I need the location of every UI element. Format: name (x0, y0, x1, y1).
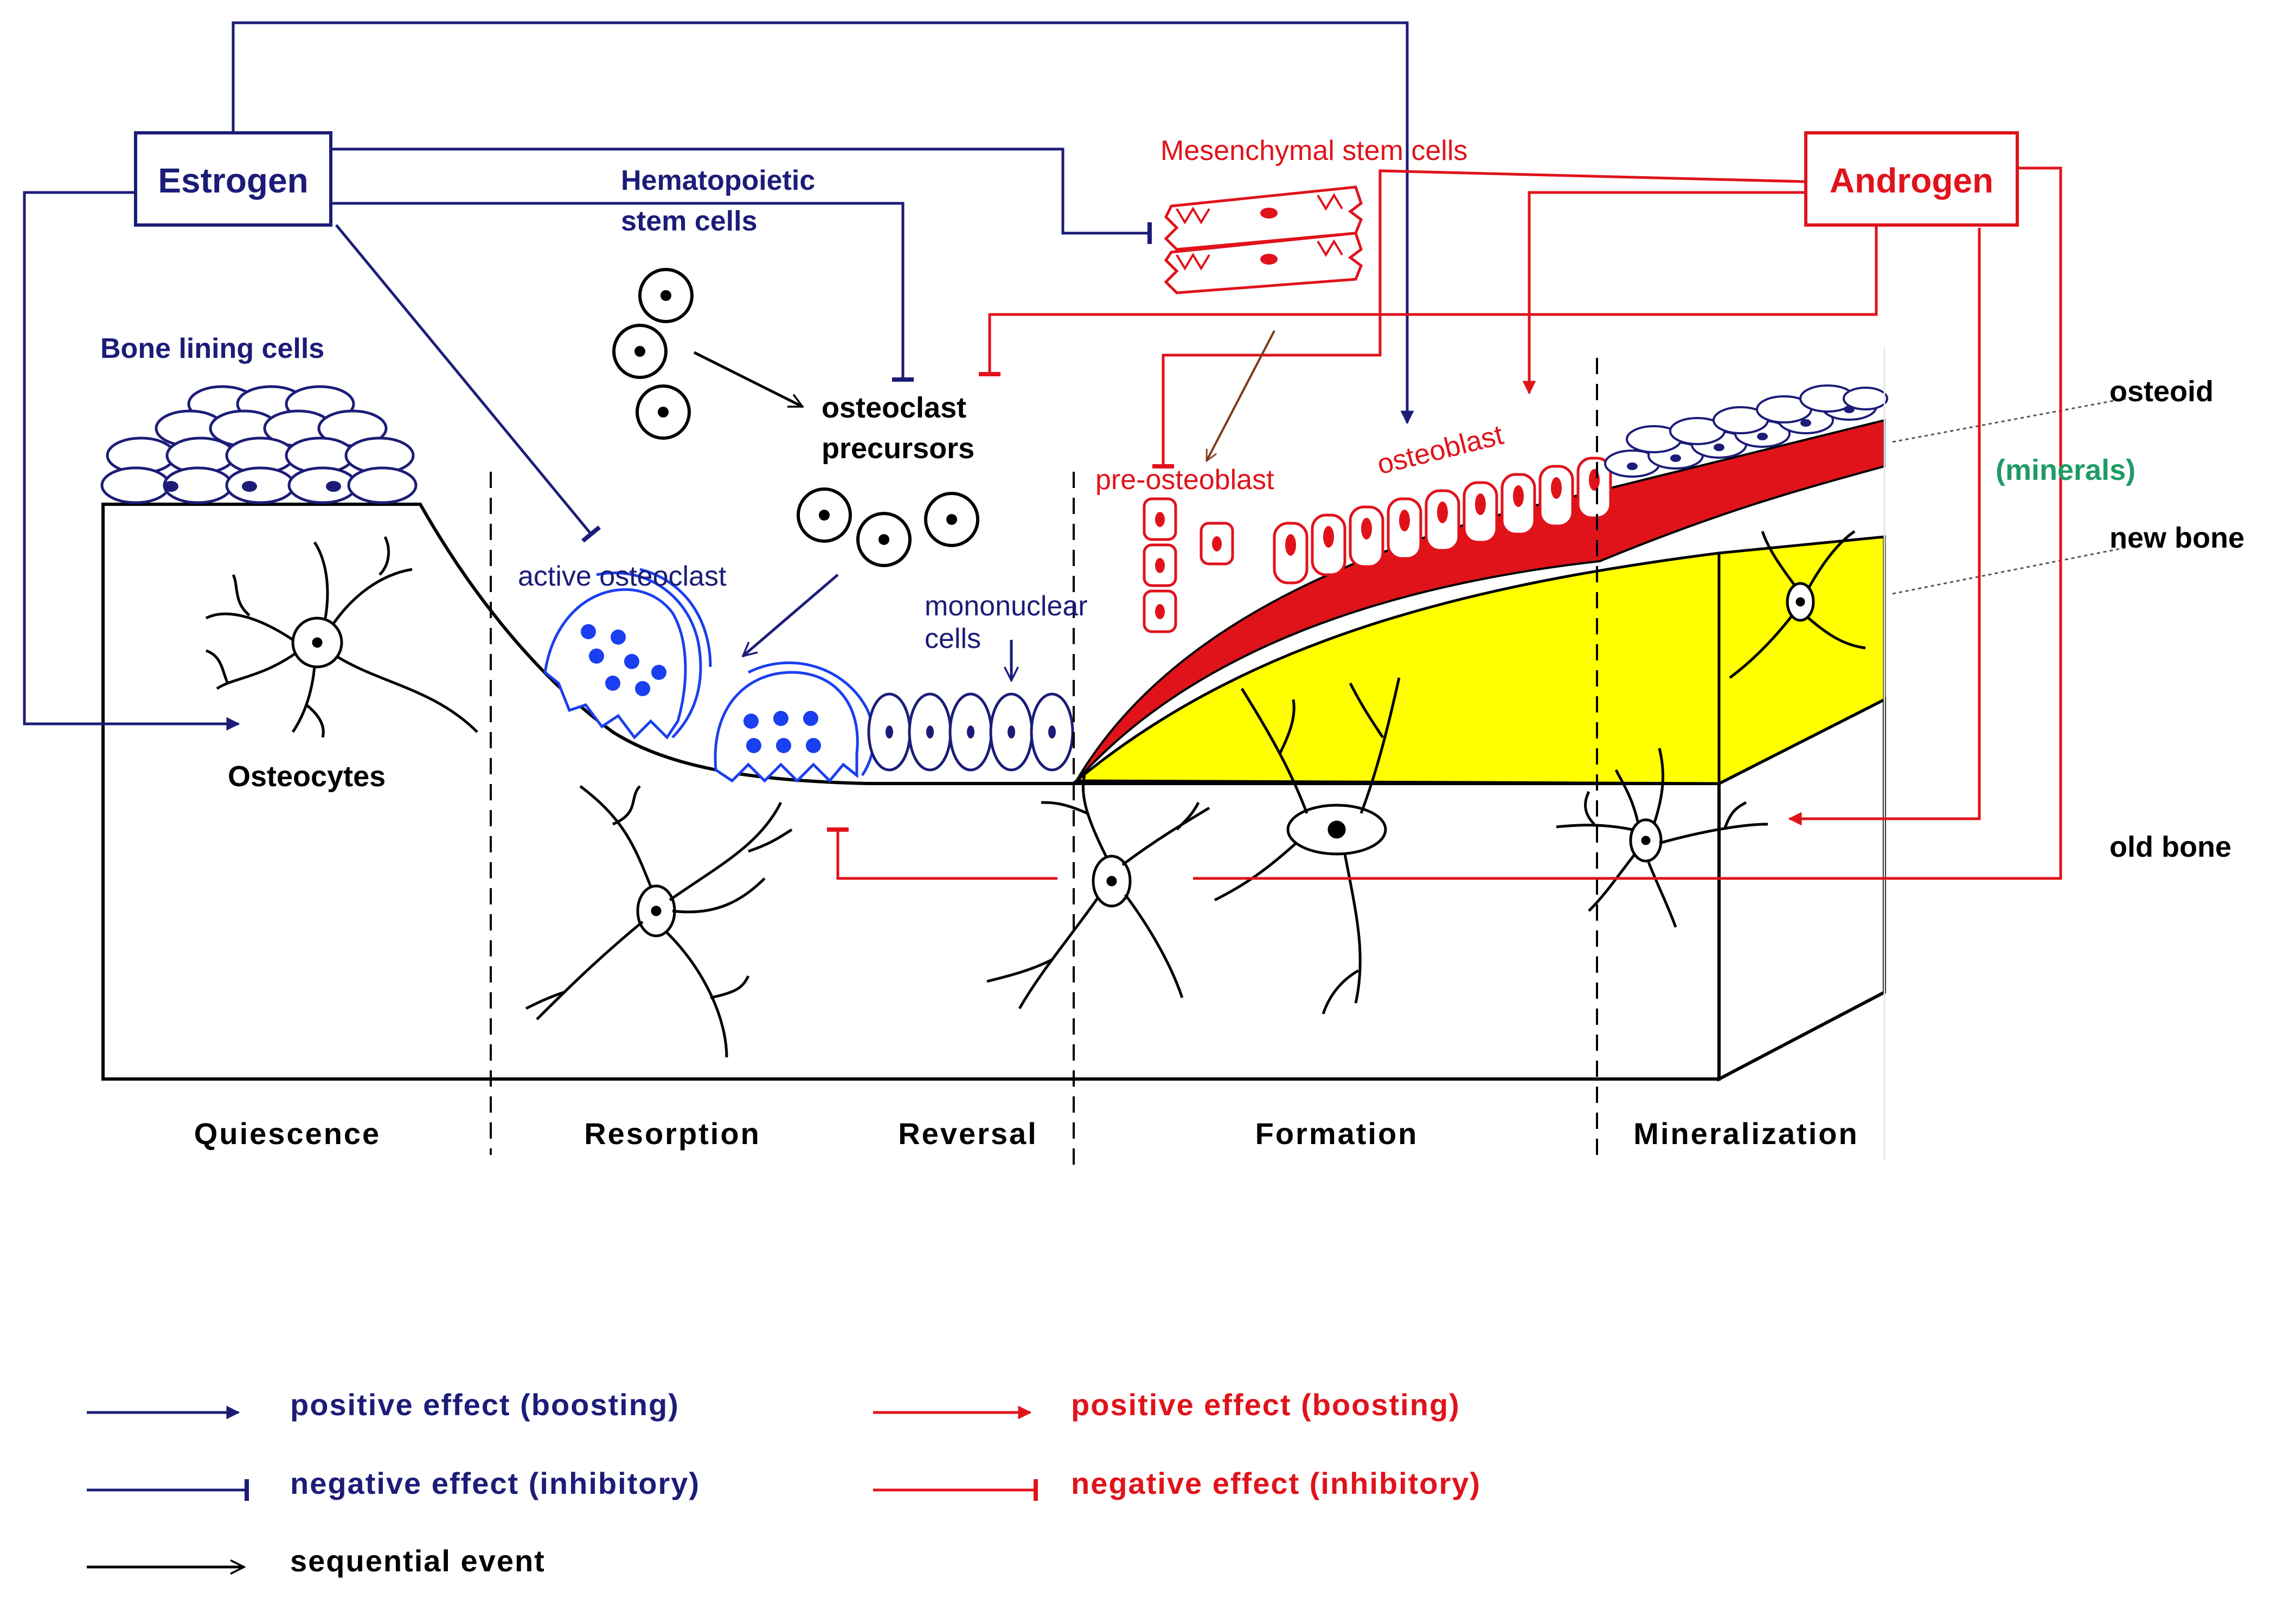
phase-mineralization: Mineralization (1633, 1116, 1858, 1151)
phase-dividers (490, 358, 1598, 1171)
phase-reversal: Reversal (898, 1116, 1038, 1151)
new-bone-layer (1073, 535, 1886, 785)
phase-labels: Quiescence Resorption Reversal Formation… (194, 1116, 1858, 1151)
legend: positive effect (boosting) negative effe… (87, 1388, 1481, 1578)
mesenchymal-label: Mesenchymal stem cells (1160, 135, 1467, 166)
osteoblast-label: osteoblast (1374, 419, 1507, 481)
osteocyte-new-bone (1729, 530, 1866, 679)
sequential-arrows (693, 330, 1275, 680)
minerals-label: (minerals) (1996, 454, 2135, 486)
bone-lining-cells (100, 385, 418, 504)
osteocyte-formation (1214, 677, 1401, 1014)
androgen-pathways (827, 166, 2062, 880)
legend-blue-positive: positive effect (boosting) (290, 1388, 679, 1422)
mononuclear-cells (867, 692, 1074, 772)
active-osteoclast-label: active osteoclast (518, 561, 727, 592)
mononuclear-label-1: mononuclear (925, 590, 1088, 622)
pre-osteoblast-label: pre-osteoblast (1095, 464, 1274, 496)
phase-resorption: Resorption (584, 1116, 761, 1151)
legend-red-negative: negative effect (inhibitory) (1071, 1466, 1481, 1500)
bone-lining-label: Bone lining cells (100, 333, 324, 364)
new-bone-label: new bone (2109, 522, 2244, 554)
hematopoietic-stem-cells (612, 268, 694, 440)
legend-blue-negative: negative effect (inhibitory) (290, 1466, 700, 1500)
androgen-label: Androgen (1830, 161, 1993, 200)
mononuclear-label-2: cells (925, 623, 981, 654)
osteocyte-resorption (525, 785, 793, 1058)
estrogen-label: Estrogen (158, 161, 308, 200)
legend-red-positive: positive effect (boosting) (1071, 1388, 1460, 1422)
mineralization-lining-cells (1604, 384, 1888, 478)
osteoid-layer (1075, 419, 1885, 782)
osteocyte-mineralization (1556, 748, 1768, 928)
androgen-box: Androgen (1804, 131, 2019, 227)
phase-quiescence: Quiescence (194, 1116, 381, 1151)
osteocyte-reversal (986, 775, 1210, 1010)
osteoclast-precursors-label-2: precursors (822, 432, 974, 465)
hematopoietic-label-1: Hematopoietic (621, 165, 815, 196)
new-bone-leader (1892, 547, 2126, 595)
osteoid-leader (1892, 397, 2126, 443)
osteocytes-label: Osteocytes (228, 760, 386, 793)
second-osteoclast (714, 661, 875, 783)
legend-sequential: sequential event (290, 1544, 546, 1578)
osteoid-label: osteoid (2109, 375, 2214, 408)
active-osteoclast (543, 568, 712, 740)
estrogen-box: Estrogen (134, 131, 332, 227)
estrogen-pathways (23, 21, 1414, 731)
osteocyte-quiescence (205, 536, 478, 738)
osteoclast-precursor-cells (797, 487, 979, 567)
bone-block (101, 503, 1886, 1082)
old-bone-label: old bone (2109, 831, 2231, 863)
phase-formation: Formation (1255, 1116, 1419, 1151)
mesenchymal-stem-cells (1164, 185, 1363, 294)
osteoclast-precursors-label-1: osteoclast (822, 391, 966, 424)
hematopoietic-label-2: stem cells (621, 206, 758, 237)
